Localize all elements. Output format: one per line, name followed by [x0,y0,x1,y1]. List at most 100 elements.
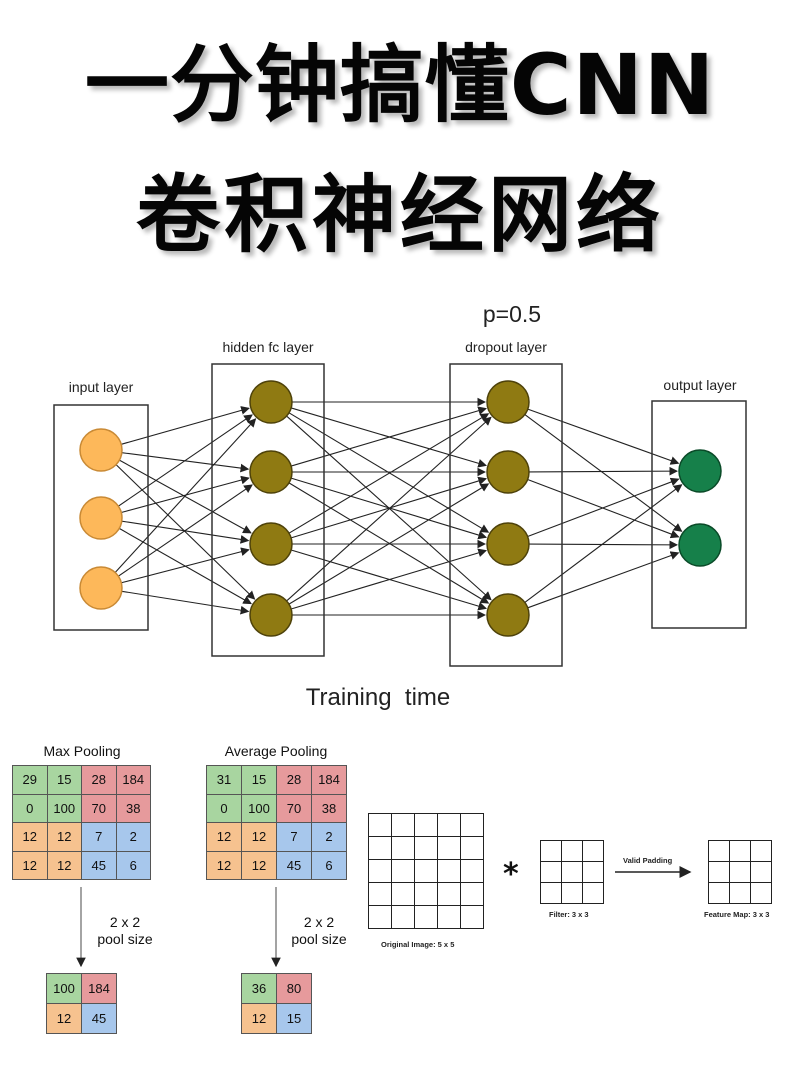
average-pooling-title: Average Pooling [224,743,328,759]
input-node [79,566,123,610]
grid-cell [709,841,730,862]
grid-cell [461,837,484,860]
connection-arrow [527,477,680,538]
pool-cell: 29 [13,766,48,795]
grid-cell [562,841,583,862]
grid-cell [751,862,772,883]
average-pooling-pool-size: 2 x 2 pool size [282,914,356,948]
connection-arrow [290,477,488,540]
connection-arrow [527,551,680,609]
connection-arrow [115,464,256,600]
grid-cell [415,860,438,883]
pool-cell: 100 [47,794,82,823]
feature-map-grid [708,840,772,904]
grid-cell [461,860,484,883]
dropout-node [486,380,530,424]
grid-cell [541,841,562,862]
training-time-caption: Training time [306,684,451,711]
grid-cell [438,860,461,883]
pool-size-label: pool size [291,931,347,947]
pool-cell: 28 [82,766,117,795]
hidden-node [249,380,293,424]
connection-arrow [121,406,250,445]
grid-cell [730,862,751,883]
connection-arrow [524,414,683,532]
pool-cell: 6 [116,851,151,880]
pool-cell: 36 [242,974,277,1004]
grid-cell [438,906,461,929]
pool-cell: 12 [13,823,48,852]
output-node [678,449,722,493]
max-pooling-pool-size: 2 x 2 pool size [88,914,162,948]
subtitle: 卷积神经网络 [135,166,664,264]
pool-cell: 100 [47,974,82,1004]
grid-cell [369,837,392,860]
pool-cell: 38 [116,794,151,823]
connection-arrow [114,418,257,573]
pool-cell: 28 [277,766,312,795]
grid-cell [415,883,438,906]
grid-cell [461,814,484,837]
pool-cell: 184 [82,974,117,1004]
grid-cell [438,837,461,860]
pool-cell: 45 [82,851,117,880]
pool-cell: 7 [82,823,117,852]
pool-cell: 45 [82,1004,117,1034]
grid-cell [541,883,562,904]
original-image-caption: Original Image: 5 x 5 [381,940,455,949]
pool-cell: 12 [207,851,242,880]
grid-cell [562,862,583,883]
pool-cell: 70 [277,794,312,823]
grid-cell [369,883,392,906]
dropout-node [486,593,530,637]
pool-cell: 0 [207,794,242,823]
connection-arrow [524,484,683,603]
network-nodes [79,380,722,637]
feature-map-caption: Feature Map: 3 x 3 [704,910,770,919]
input-node [79,496,123,540]
grid-cell [583,883,604,904]
connection-arrow [288,413,490,534]
pool-cell: 12 [242,851,277,880]
grid-cell [438,883,461,906]
pool-cell: 6 [312,851,347,880]
hidden-node [249,593,293,637]
grid-cell [730,883,751,904]
pool-cell: 12 [47,851,82,880]
pool-cell: 100 [242,794,277,823]
grid-cell [415,906,438,929]
pool-cell: 7 [277,823,312,852]
grid-cell [415,814,438,837]
grid-cell [709,883,730,904]
pool-cell: 2 [312,823,347,852]
grid-cell [369,814,392,837]
connection-arrow [290,476,488,539]
grid-cell [392,814,415,837]
grid-cell [415,837,438,860]
pool-cell: 184 [312,766,347,795]
connection-arrow [288,483,490,605]
hidden-node [249,450,293,494]
filter-caption: Filter: 3 x 3 [549,910,589,919]
dropout-node [486,522,530,566]
pool-cell: 12 [47,823,82,852]
pool-cell: 38 [312,794,347,823]
dropout-layer-label: dropout layer [465,339,547,355]
connection-arrow [527,408,680,465]
grid-cell [392,906,415,929]
pool-cell: 0 [13,794,48,823]
pool-size-label: pool size [97,931,153,947]
grid-cell [583,862,604,883]
pool-cell: 12 [207,823,242,852]
pool-size-dims: 2 x 2 [303,914,335,930]
grid-cell [438,814,461,837]
filter-grid [540,840,604,904]
pool-cell: 70 [82,794,117,823]
convolution-operator: * [503,857,519,892]
main-title: 一分钟搞懂CNN [84,36,716,134]
grid-cell [392,837,415,860]
